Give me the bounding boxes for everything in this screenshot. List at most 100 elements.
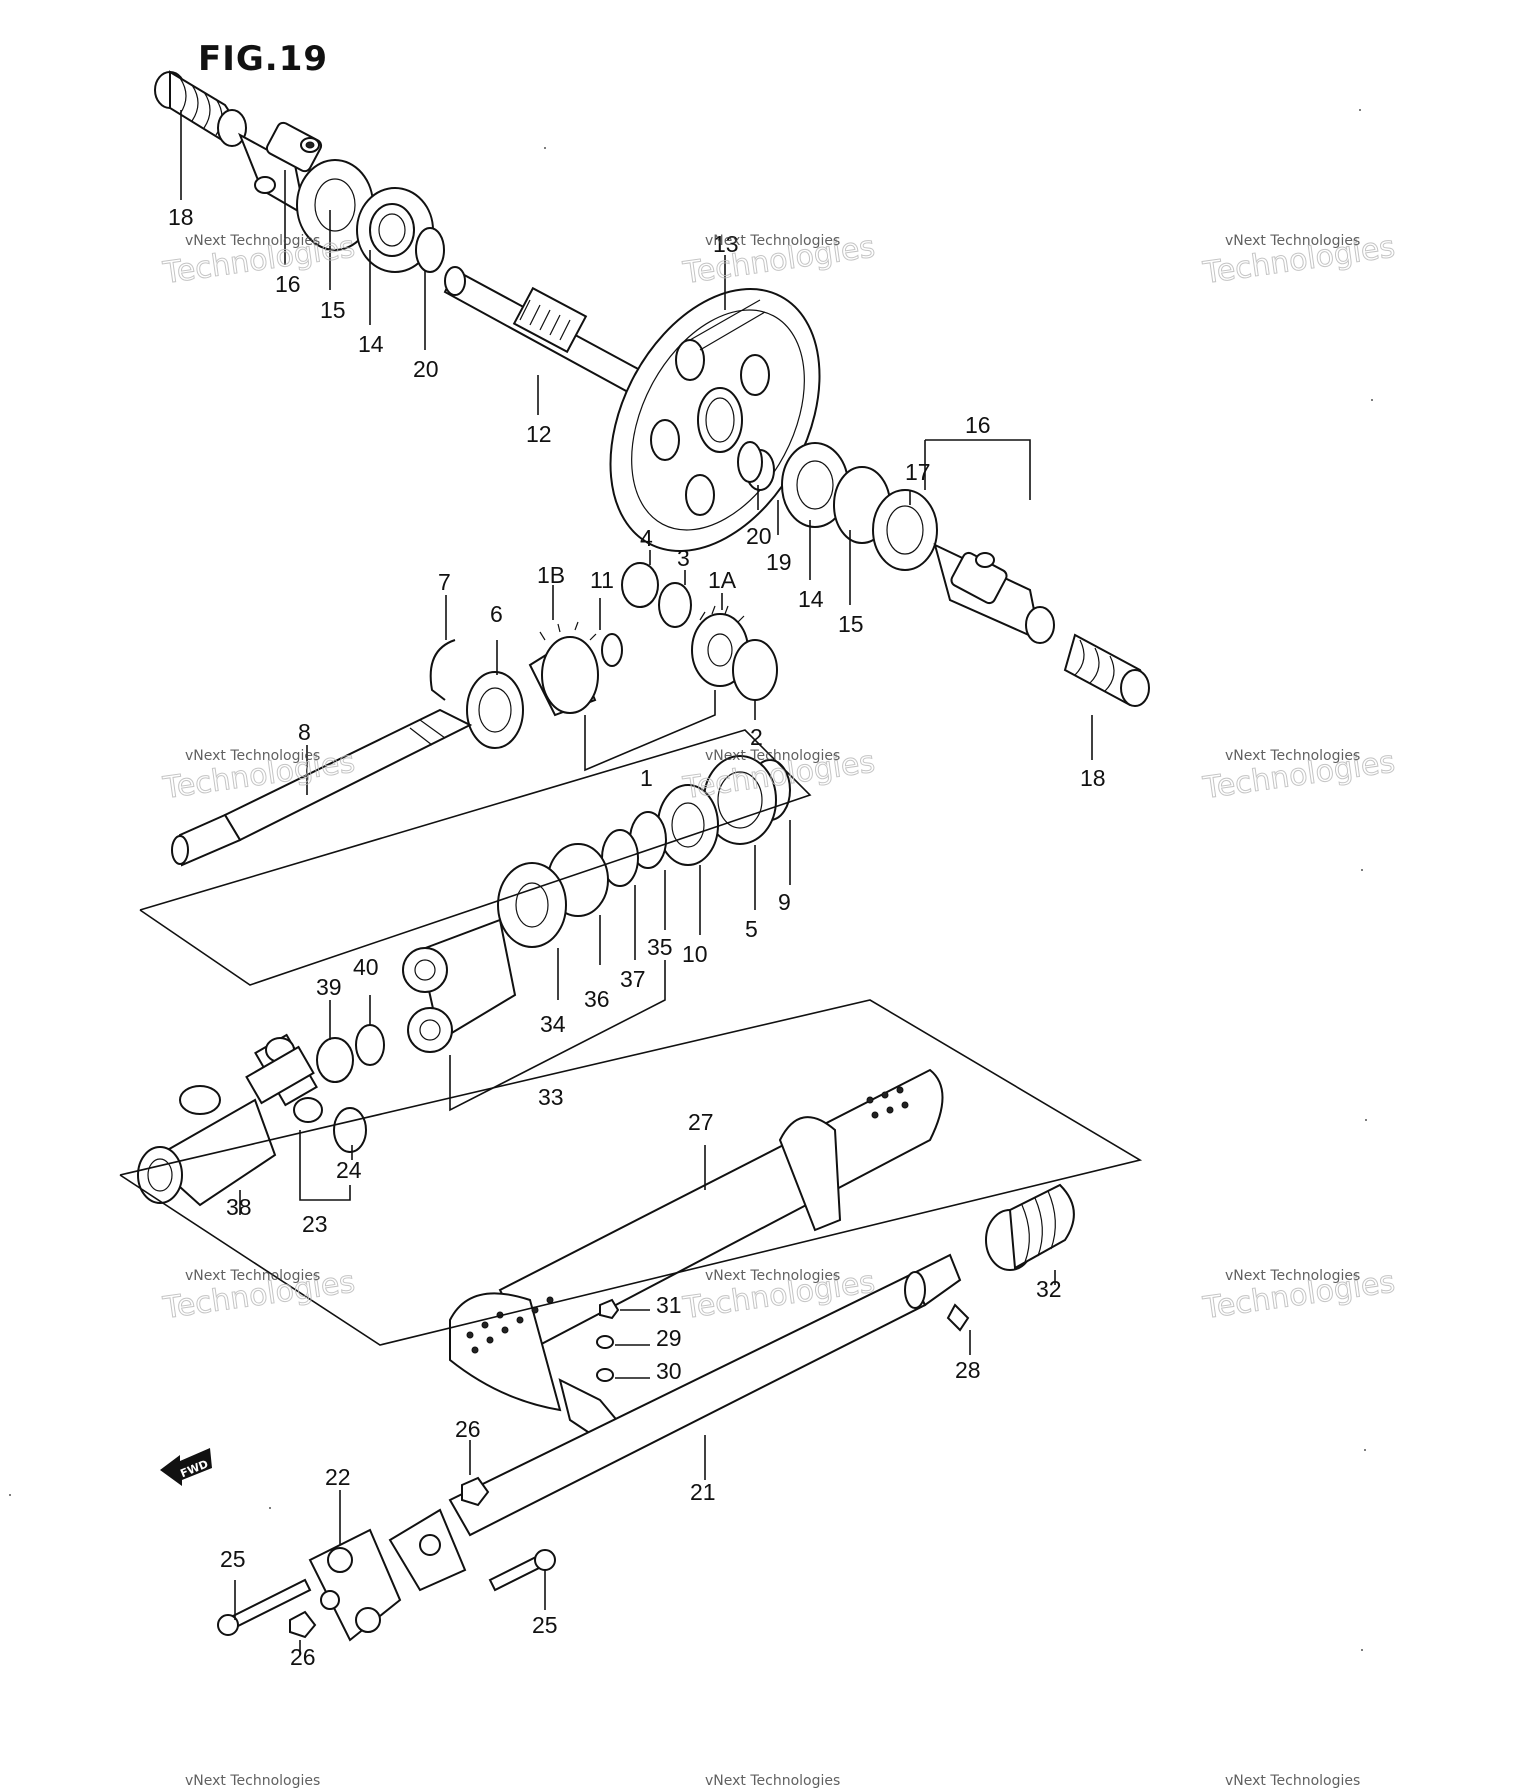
label-39: 39 <box>316 974 342 1000</box>
circlip-11 <box>601 633 623 667</box>
svg-text:vNext Technologies: vNext Technologies <box>705 748 840 764</box>
figure-title: FIG.19 <box>198 39 328 79</box>
flange-22 <box>308 1508 467 1642</box>
label-15a: 15 <box>320 297 346 323</box>
label-30: 30 <box>656 1358 682 1384</box>
leader-lines <box>119 110 1143 1655</box>
svg-text:vNext Technologies: vNext Technologies <box>185 1773 320 1789</box>
label-17: 17 <box>905 459 931 485</box>
label-14b: 14 <box>798 586 824 612</box>
circlip-24 <box>333 1107 367 1153</box>
bearing-6 <box>466 671 524 749</box>
label-12: 12 <box>526 421 552 447</box>
washer-29 <box>596 1335 614 1349</box>
bearing-14-top <box>356 187 434 273</box>
propeller-shaft-assembly <box>217 1068 1075 1642</box>
washer-2 <box>732 639 778 701</box>
label-8: 8 <box>298 719 311 745</box>
label-40: 40 <box>353 954 379 980</box>
svg-text:vNext Technologies: vNext Technologies <box>705 233 840 249</box>
boot-32 <box>985 1183 1075 1271</box>
label-5: 5 <box>745 916 758 942</box>
label-32: 32 <box>1036 1276 1062 1302</box>
ring-gear-13 <box>609 288 821 552</box>
seal-17 <box>872 489 938 571</box>
bearing-39 <box>316 1037 354 1083</box>
part-labels: 18 16 15 14 20 12 13 20 19 14 15 17 16 1… <box>168 204 1106 1670</box>
svg-text:vNext Technologies: vNext Technologies <box>705 1268 840 1284</box>
label-20b: 20 <box>746 523 772 549</box>
label-28: 28 <box>955 1357 981 1383</box>
svg-text:vNext Technologies: vNext Technologies <box>1225 1773 1360 1789</box>
label-18b: 18 <box>1080 765 1106 791</box>
label-1: 1 <box>640 765 653 791</box>
label-21: 21 <box>690 1479 716 1505</box>
label-25a: 25 <box>220 1546 246 1572</box>
label-11: 11 <box>590 567 614 593</box>
label-7: 7 <box>438 569 451 595</box>
spider-23 <box>245 1033 323 1123</box>
label-25b: 25 <box>532 1612 558 1638</box>
svg-text:vNext Technologies: vNext Technologies <box>185 748 320 764</box>
joint-16-top <box>238 121 323 217</box>
gear-1b <box>528 621 599 717</box>
label-4: 4 <box>640 525 653 551</box>
yoke-38 <box>137 1085 277 1207</box>
svg-text:vNext Technologies: vNext Technologies <box>705 1773 840 1789</box>
label-1a: 1A <box>708 567 737 593</box>
washer-30 <box>596 1368 614 1382</box>
label-14a: 14 <box>358 331 384 357</box>
circlip-7 <box>429 639 456 701</box>
label-27: 27 <box>688 1109 714 1135</box>
cover-27 <box>449 1068 944 1442</box>
washer-3 <box>658 582 692 628</box>
svg-text:vNext Technologies: vNext Technologies <box>1225 1268 1360 1284</box>
upper-shaft-assembly <box>137 70 1150 1207</box>
nut-31 <box>599 1298 620 1320</box>
label-38: 38 <box>226 1194 252 1220</box>
label-13: 13 <box>713 231 739 257</box>
label-37: 37 <box>620 966 646 992</box>
label-23: 23 <box>302 1211 328 1237</box>
shaft-12 <box>443 266 642 394</box>
bearing-4 <box>621 562 659 608</box>
yoke-33 <box>402 918 517 1053</box>
label-15b: 15 <box>838 611 864 637</box>
label-29: 29 <box>656 1325 682 1351</box>
label-19: 19 <box>766 549 792 575</box>
label-36: 36 <box>584 986 610 1012</box>
svg-text:vNext Technologies: vNext Technologies <box>185 233 320 249</box>
scan-specks <box>9 109 1373 1651</box>
boot-18-right <box>1063 633 1150 707</box>
label-33: 33 <box>538 1084 564 1110</box>
label-34: 34 <box>540 1011 566 1037</box>
label-35: 35 <box>647 934 673 960</box>
label-3: 3 <box>677 545 690 571</box>
label-24: 24 <box>336 1157 362 1183</box>
nut-26-bottom <box>289 1610 317 1639</box>
label-6: 6 <box>490 601 503 627</box>
circlip-20-right <box>737 441 763 483</box>
bolt-28 <box>946 1303 970 1332</box>
seal-40 <box>355 1024 385 1066</box>
svg-text:vNext Technologies: vNext Technologies <box>1225 748 1360 764</box>
svg-text:vNext Technologies: vNext Technologies <box>1225 233 1360 249</box>
label-20a: 20 <box>413 356 439 382</box>
label-10: 10 <box>682 941 708 967</box>
label-16b: 16 <box>965 412 991 438</box>
nut-26-top <box>461 1476 490 1507</box>
label-16a: 16 <box>275 271 301 297</box>
label-26b: 26 <box>290 1644 316 1670</box>
label-26a: 26 <box>455 1416 481 1442</box>
shaft-21 <box>448 1253 962 1537</box>
flange-34 <box>497 862 567 948</box>
label-9: 9 <box>778 889 791 915</box>
circlip-20-top <box>415 227 445 273</box>
shaft-8 <box>171 708 473 867</box>
svg-text:vNext Technologies: vNext Technologies <box>185 1268 320 1284</box>
label-22: 22 <box>325 1464 351 1490</box>
label-2: 2 <box>750 724 763 750</box>
label-18a: 18 <box>168 204 194 230</box>
joint-16-right <box>933 543 1055 644</box>
